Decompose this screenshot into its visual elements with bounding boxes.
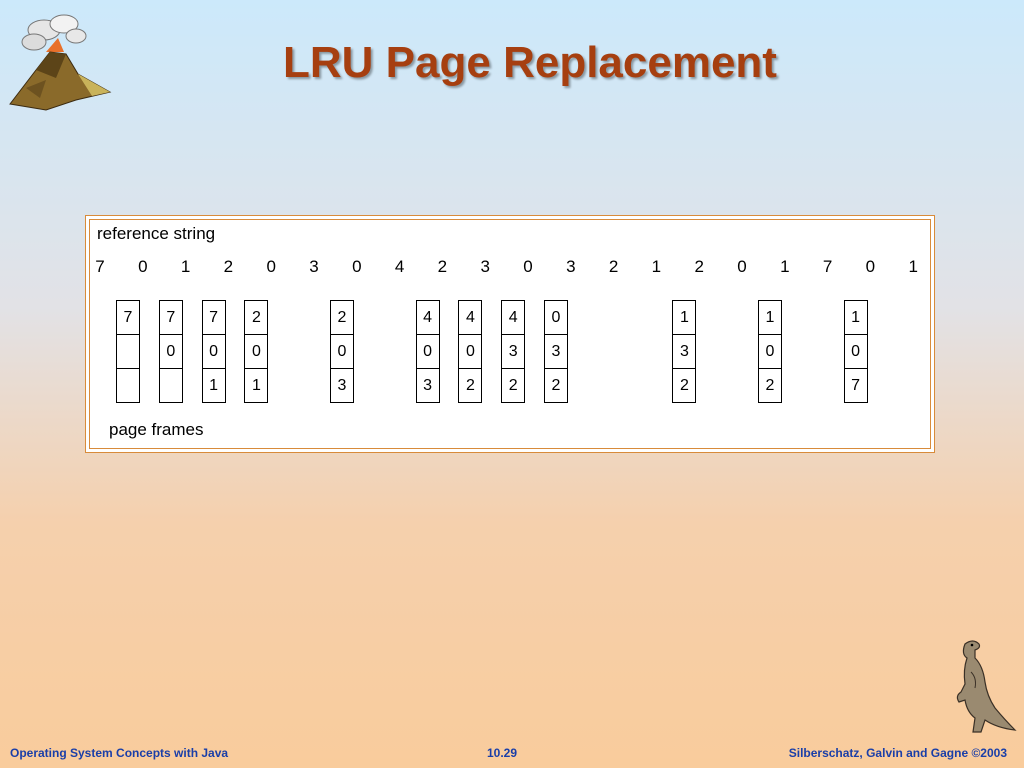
page-frame-cell: 2 <box>331 301 353 335</box>
page-frame-cell: 2 <box>551 377 561 394</box>
page-frame-cell: 0 <box>159 335 182 369</box>
page-frame-cell: 0 <box>245 335 268 369</box>
page-frame-cell: 1 <box>209 377 219 394</box>
page-frame-cell: 2 <box>465 377 475 394</box>
page-frame-cell: 1 <box>759 301 781 335</box>
page-frame-cell <box>117 369 139 402</box>
page-frame-cell: 3 <box>337 377 347 394</box>
reference-number: 2 <box>608 257 619 276</box>
page-frame-cell: 4 <box>502 301 525 335</box>
page-frame-cell: 0 <box>545 301 567 335</box>
footer-page-number: 10.29 <box>487 746 518 760</box>
footer-copyright: Silberschatz, Galvin and Gagne ©2003 <box>788 746 1007 760</box>
reference-number: 3 <box>566 257 576 276</box>
reference-number: 2 <box>694 257 704 276</box>
page-frame-cell: 0 <box>416 335 439 369</box>
reference-number: 0 <box>737 257 747 276</box>
page-frame-cell: 3 <box>673 335 696 369</box>
page-frame-cell: 3 <box>545 335 567 369</box>
page-frame-cell: 1 <box>844 301 867 335</box>
page-frame-cell: 3 <box>502 335 525 369</box>
page-frame-cell: 0 <box>459 335 482 369</box>
page-frame-cell: 2 <box>245 301 268 335</box>
reference-number: 0 <box>523 257 533 276</box>
reference-number: 0 <box>266 257 276 276</box>
page-frame-cell: 0 <box>759 335 781 369</box>
page-frame-cell: 2 <box>679 377 689 394</box>
page-frame-cell: 2 <box>765 377 775 394</box>
reference-number: 7 <box>95 257 105 276</box>
slide-title: LRU Page Replacement <box>283 38 777 87</box>
reference-number: 2 <box>437 257 448 276</box>
reference-number: 2 <box>223 257 234 276</box>
page-frame-cell: 7 <box>117 301 139 335</box>
page-frame-cell: 7 <box>159 301 182 335</box>
dinosaur-mascot-icon <box>956 640 1017 733</box>
reference-string-label: reference string <box>97 224 216 243</box>
page-frame-cell <box>160 369 182 402</box>
page-frame-cell: 4 <box>416 301 439 335</box>
reference-number: 0 <box>138 257 148 276</box>
reference-number: 1 <box>651 257 662 276</box>
page-frame-cell: 2 <box>508 377 518 394</box>
page-frame-cell: 1 <box>673 301 696 335</box>
reference-number: 1 <box>908 257 918 276</box>
reference-number: 7 <box>822 257 833 276</box>
page-frame-cell: 4 <box>459 301 482 335</box>
reference-number: 3 <box>480 257 490 276</box>
page-frame-cell: 7 <box>202 301 225 335</box>
reference-number: 1 <box>780 257 790 276</box>
page-frame-cell: 0 <box>844 335 867 369</box>
page-frame-cell: 0 <box>202 335 225 369</box>
page-frame-cell: 0 <box>331 335 353 369</box>
reference-number: 4 <box>394 257 405 276</box>
reference-number: 0 <box>352 257 362 276</box>
reference-number: 1 <box>180 257 191 276</box>
footer-book-title: Operating System Concepts with Java <box>10 746 229 760</box>
volcano-logo-icon <box>9 14 112 111</box>
page-frame-cell: 1 <box>251 377 261 394</box>
page-frame-cell: 3 <box>423 377 433 394</box>
page-frames-label: page frames <box>109 420 204 439</box>
reference-number: 3 <box>309 257 319 276</box>
page-frame-cell: 7 <box>851 377 861 394</box>
page-frame-cell <box>117 335 139 369</box>
reference-number: 0 <box>865 257 876 276</box>
page-frame-column: 7 <box>116 300 140 403</box>
